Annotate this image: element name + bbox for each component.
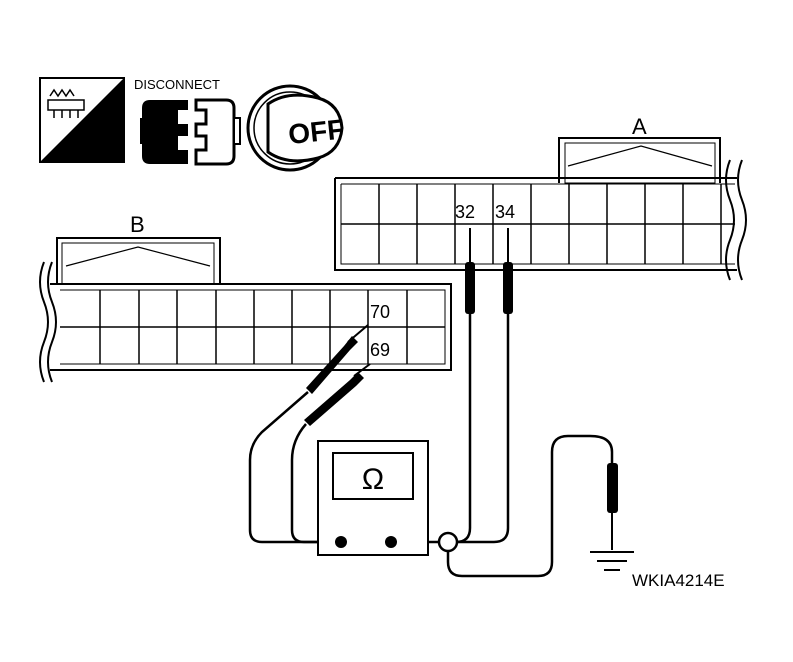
- hand-switch-icon: H.S.: [39, 77, 125, 163]
- probe-pin-32: [465, 228, 475, 314]
- connector-b-pin-70: 70: [370, 302, 390, 322]
- off-label: OFF: [287, 113, 346, 150]
- probe-pin-34: [503, 228, 513, 314]
- probe-pin-69: [304, 363, 371, 426]
- meter-terminal-com: [335, 536, 347, 548]
- meter-terminal-ohm: [385, 536, 397, 548]
- ground-probe: [607, 463, 618, 550]
- connector-a: A 32 34: [334, 114, 747, 281]
- connector-b-pin-69: 69: [370, 340, 390, 360]
- disconnect-icon: DISCONNECT: [134, 77, 241, 166]
- ignition-off-icon: OFF: [246, 84, 346, 172]
- connector-b: B 70 69: [39, 212, 452, 383]
- test-leads: [248, 314, 614, 578]
- connector-a-pin-34: 34: [495, 202, 515, 222]
- hs-label: H.S.: [68, 138, 109, 161]
- ground-icon: [590, 551, 634, 571]
- ohm-symbol: Ω: [362, 463, 384, 496]
- connector-b-label: B: [130, 212, 145, 237]
- figure-id: WKIA4214E: [632, 571, 725, 590]
- ohmmeter: Ω: [317, 440, 429, 556]
- connector-a-label: A: [632, 114, 647, 139]
- junction-node: [437, 531, 459, 553]
- disconnect-label: DISCONNECT: [134, 77, 220, 92]
- connector-a-pin-32: 32: [455, 202, 475, 222]
- probe-pin-70: [306, 324, 369, 394]
